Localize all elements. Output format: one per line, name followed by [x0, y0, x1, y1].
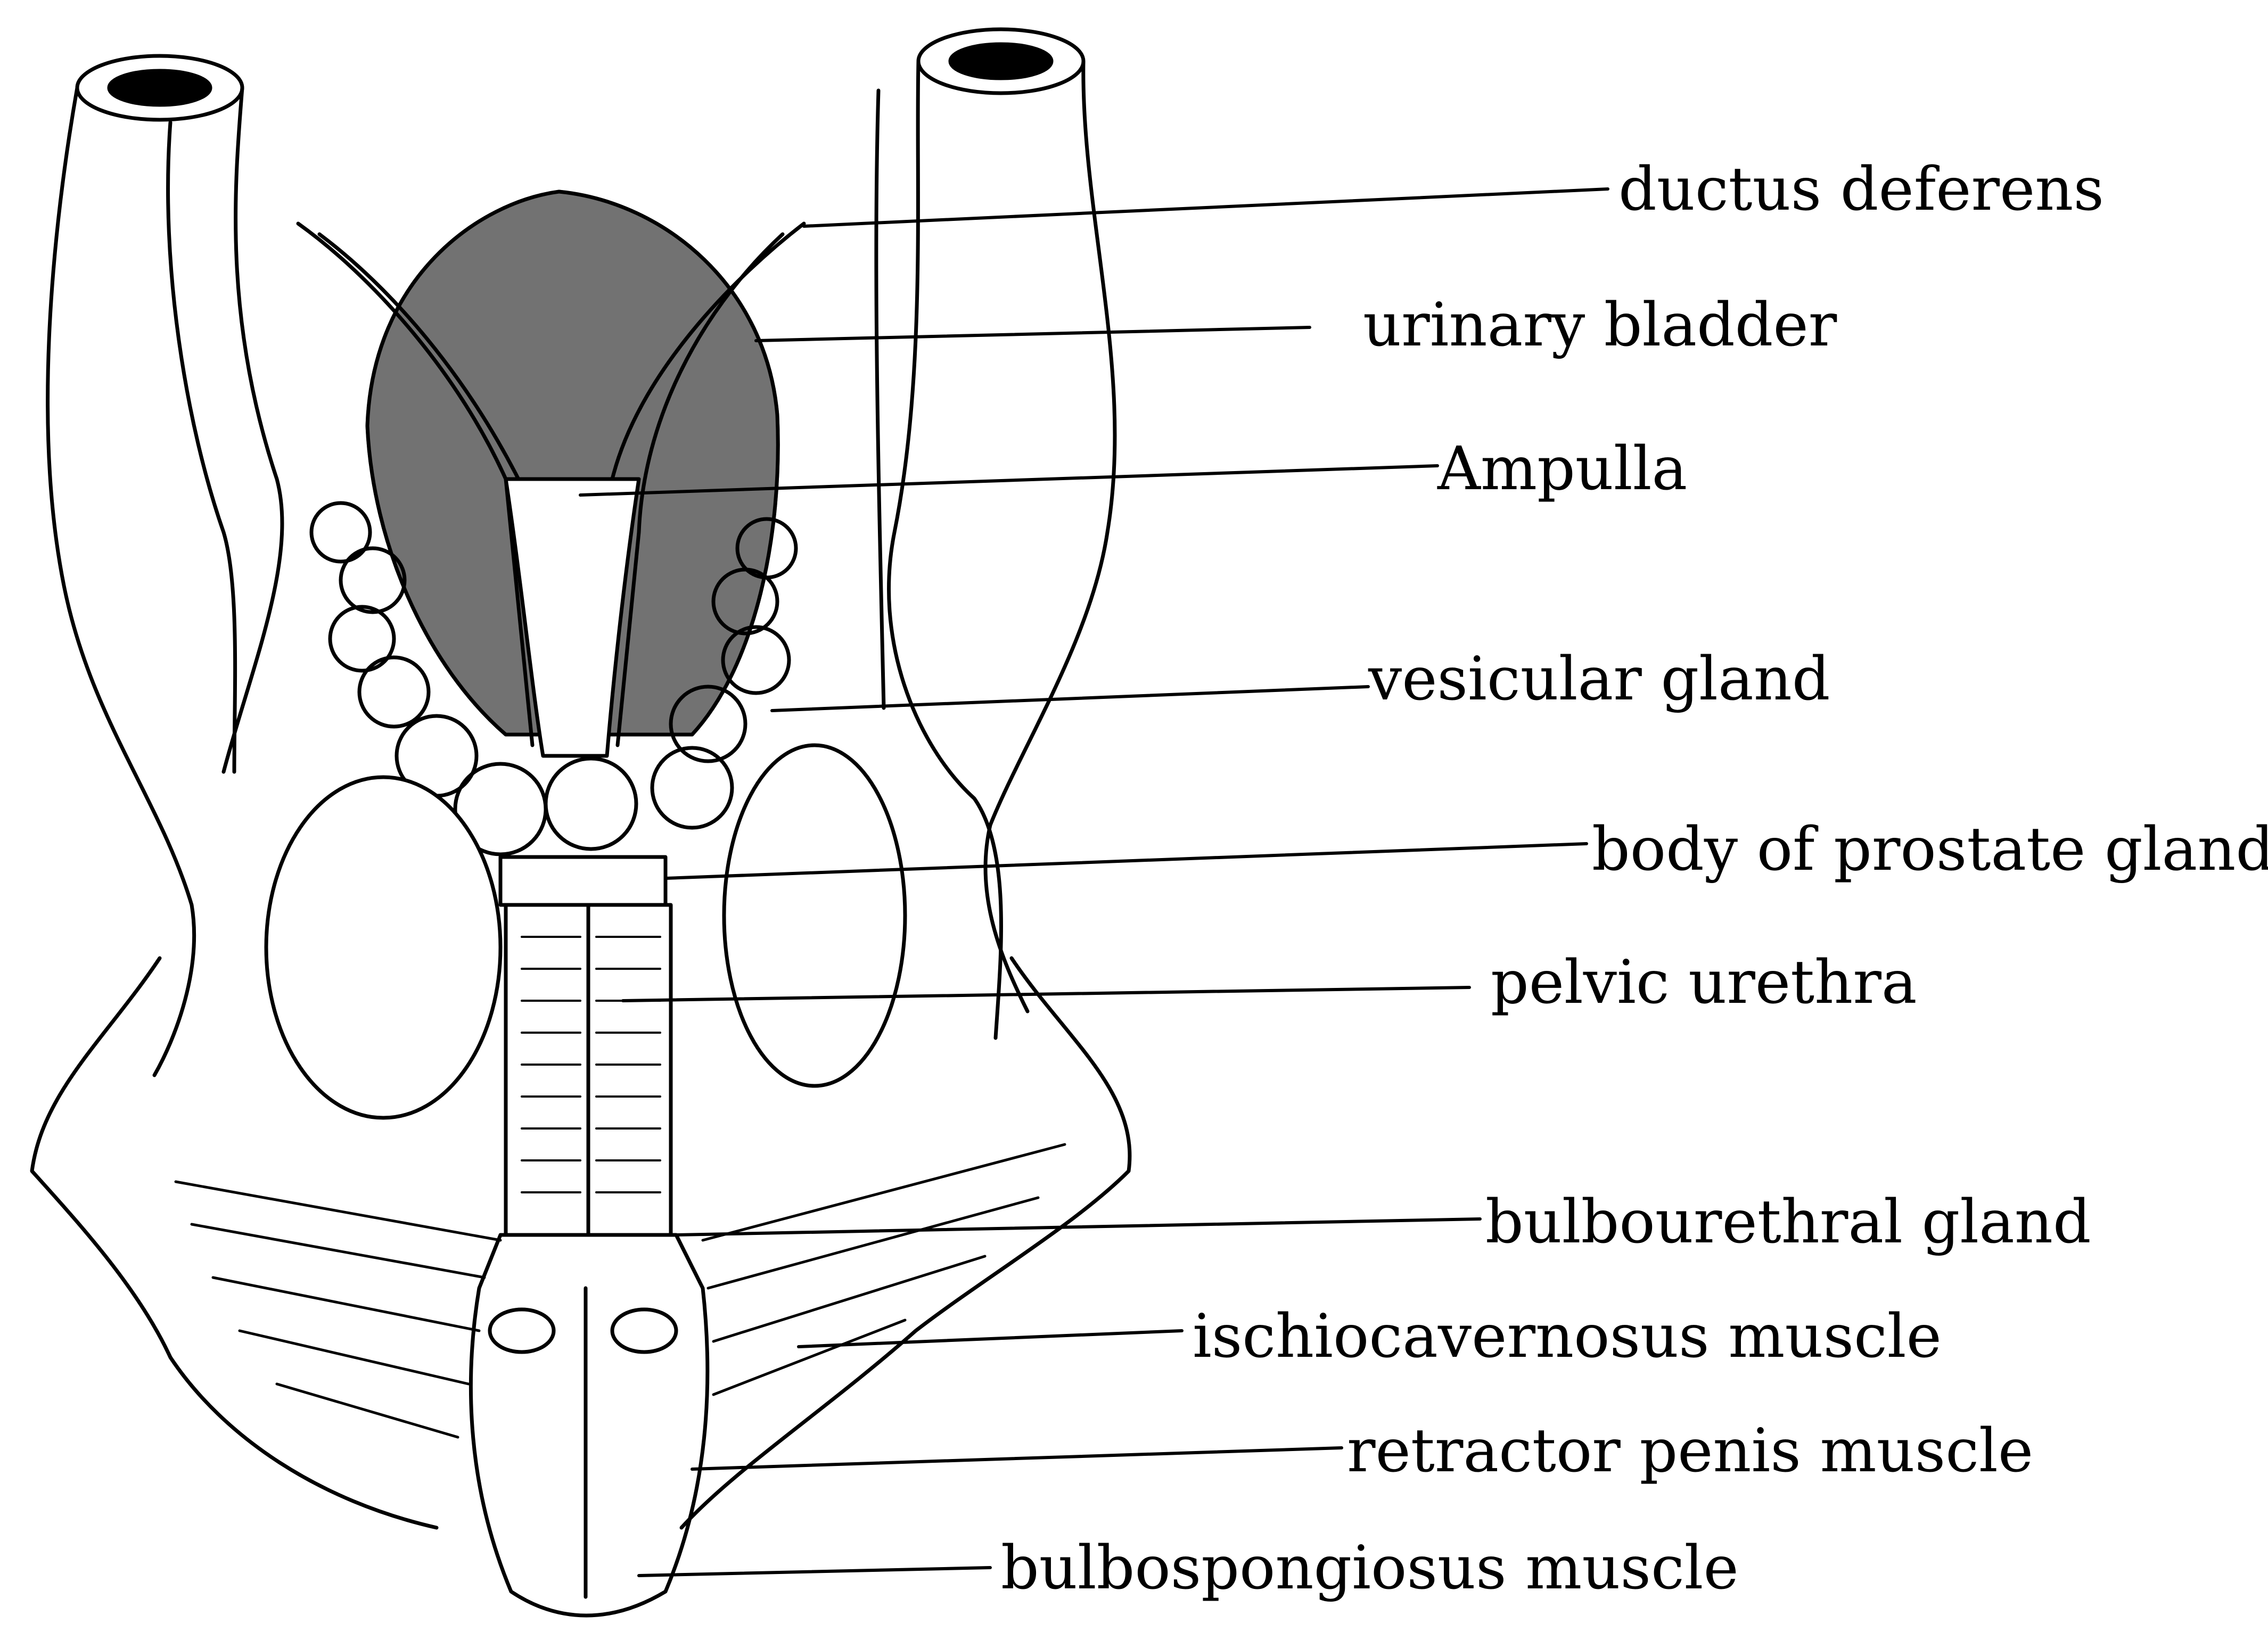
- right-pelvic-wall: [876, 29, 1115, 1038]
- prostate-body-shape: [500, 857, 665, 905]
- label-retractor-penis: retractor penis muscle: [1347, 1421, 2033, 1481]
- left-pelvic-wall: [48, 56, 282, 1075]
- pelvic-urethra-shape: [506, 905, 671, 1235]
- label-bulbourethral-gland: bulbourethral gland: [1485, 1192, 2091, 1252]
- label-ductus-deferens: ductus deferens: [1618, 160, 2104, 219]
- label-pelvic-urethra: pelvic urethra: [1491, 953, 1917, 1012]
- label-ischiocavernosus: ischiocavernosus muscle: [1193, 1307, 1942, 1366]
- label-bulbospongiosus: bulbospongiosus muscle: [1001, 1538, 1739, 1598]
- label-ampulla: Ampulla: [1437, 439, 1687, 499]
- label-prostate-body: body of prostate gland: [1592, 820, 2268, 879]
- penis-bulb-shape: [471, 1235, 707, 1616]
- label-urinary-bladder: urinary bladder: [1363, 295, 1837, 355]
- label-vesicular-gland: vesicular gland: [1368, 649, 1830, 709]
